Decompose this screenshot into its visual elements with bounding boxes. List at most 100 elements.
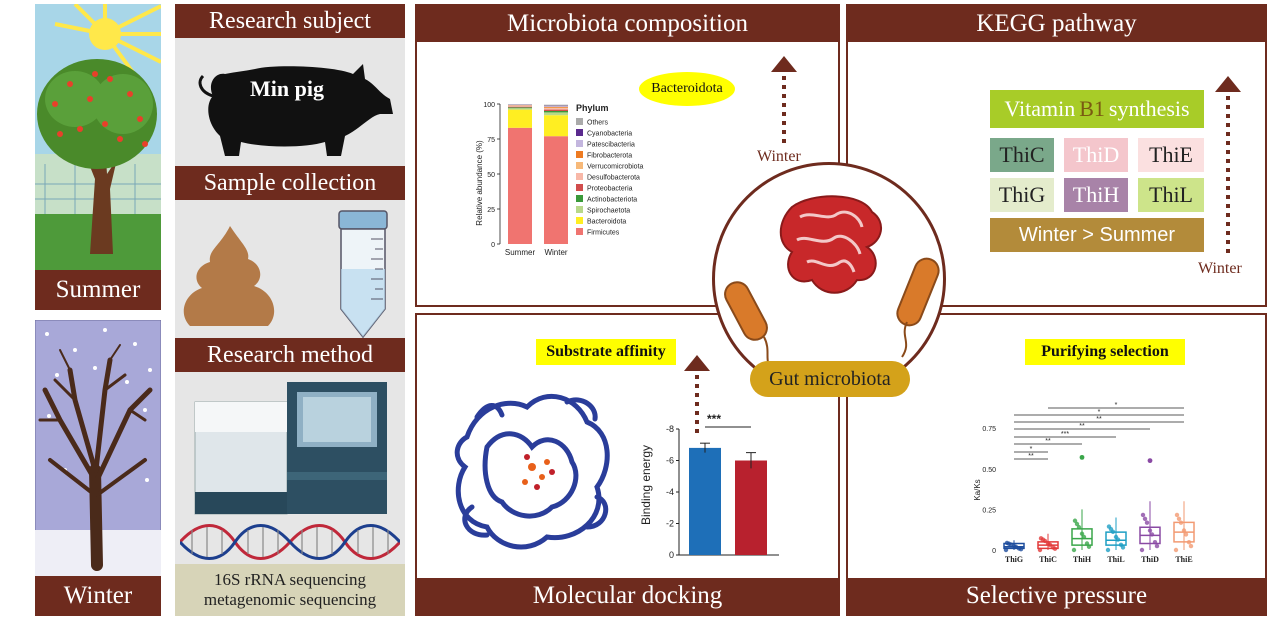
legend-entry: Patescibacteria <box>587 142 635 149</box>
box-point <box>1045 541 1051 546</box>
winter-label: Winter <box>35 576 161 616</box>
kegg-panel: KEGG pathway Vitamin B1 synthesis ThiC T… <box>846 4 1267 307</box>
legend-entry: Proteobacteria <box>587 186 633 193</box>
substrate-affinity-highlight: Substrate affinity <box>536 339 676 365</box>
legend-swatch <box>576 217 583 224</box>
legend-entry: Actinobacteriota <box>587 197 637 204</box>
comp-bar-segment <box>544 111 568 113</box>
box-point <box>1071 547 1077 553</box>
comp-bar-segment <box>544 106 568 108</box>
method-line-1: 16S rRNA sequencing <box>213 570 367 589</box>
legend-entry: Fibrobacterota <box>587 153 632 160</box>
summer-tree-illustration <box>35 4 161 270</box>
box-xtick-label: ThiC <box>1039 555 1057 564</box>
dna-helix-icon <box>180 524 400 560</box>
box-point <box>1086 544 1092 549</box>
legend-swatch <box>576 140 583 147</box>
legend-swatch <box>576 129 583 136</box>
composition-ylabel: Relative abundance (%) <box>475 140 484 226</box>
gene-box-thil: ThiL <box>1138 178 1204 212</box>
binding-energy-ylabel: Binding energy <box>639 445 653 525</box>
protein-structure-illustration <box>454 393 610 550</box>
comp-bar-segment <box>508 127 532 244</box>
box-point <box>1037 547 1043 553</box>
box-sig-label: ** <box>1096 416 1102 423</box>
box-point <box>1144 520 1150 525</box>
comp-bar-segment <box>544 136 568 244</box>
phylum-legend-title: Phylum <box>576 103 609 113</box>
up-arrow-icon <box>771 56 797 144</box>
box-sig-label: *** <box>1061 431 1069 438</box>
box-point <box>1152 540 1158 545</box>
comp-bar-segment <box>508 106 532 107</box>
box-point <box>1038 536 1044 541</box>
box-rect <box>1071 528 1093 546</box>
purifying-selection-highlight: Purifying selection <box>1025 339 1185 365</box>
box-xtick-label: ThiL <box>1107 555 1124 564</box>
binding-energy-bar-chart: Binding energy -8-6-4-20 *** <box>639 412 779 560</box>
comp-bar-segment <box>544 106 568 107</box>
comp-bar-segment <box>544 107 568 109</box>
sun-icon <box>54 4 161 91</box>
comp-xtick-label: Winter <box>544 248 567 257</box>
winter-tree-illustration <box>35 320 161 576</box>
legend-entry: Desulfobacterota <box>587 175 640 182</box>
box-point <box>1079 531 1085 536</box>
box-point <box>1154 543 1160 549</box>
box-sig-label: ** <box>1079 423 1085 430</box>
composition-title: Microbiota composition <box>417 6 838 42</box>
summer-panel: Summer <box>35 4 161 310</box>
box-rect <box>1105 531 1127 546</box>
legend-swatch <box>576 173 583 180</box>
vitamin-text-post: synthesis <box>1108 96 1190 121</box>
box-point <box>1106 524 1112 529</box>
research-subject-header: Research subject <box>175 4 405 38</box>
box-sig-label: * <box>1115 402 1118 409</box>
box-point <box>1173 547 1179 553</box>
summer-label: Summer <box>35 270 161 310</box>
box-rect <box>1003 542 1025 550</box>
pig-silhouette-icon <box>198 64 393 156</box>
feces-sample-icon <box>183 226 275 326</box>
legend-entry: Firmicutes <box>587 230 620 237</box>
selection-title: Selective pressure <box>848 578 1265 614</box>
box-point <box>1072 518 1078 523</box>
box-outlier <box>1079 454 1085 460</box>
bacterium-left-icon <box>724 281 775 373</box>
box-sig-label: ** <box>1028 453 1034 460</box>
winter-summer-compare: Winter > Summer <box>990 218 1204 252</box>
box-point <box>1174 512 1180 518</box>
box-point <box>1004 540 1010 546</box>
dock-ytick-label: -6 <box>666 456 674 466</box>
bacteroidota-highlight: Bacteroidota <box>639 72 735 106</box>
legend-swatch <box>576 162 583 169</box>
winter-panel: Winter <box>35 320 161 616</box>
legend-entry: Spirochaetota <box>587 208 630 215</box>
kegg-title: KEGG pathway <box>848 6 1265 42</box>
box-point <box>1181 528 1187 533</box>
legend-swatch <box>576 228 583 235</box>
box-point <box>1178 520 1184 525</box>
comp-bar-segment <box>544 104 568 106</box>
comp-ytick-label: 25 <box>487 207 495 214</box>
comp-bar-segment <box>508 106 532 108</box>
comp-xtick-label: Summer <box>505 248 536 257</box>
kaks-ylabel: Ka/Ks <box>973 479 982 500</box>
comp-bar-segment <box>544 115 568 137</box>
method-box: 16S rRNA sequencing metagenomic sequenci… <box>175 564 405 616</box>
gene-box-thig: ThiG <box>990 178 1054 212</box>
vitamin-b1-text: B1 <box>1079 96 1105 121</box>
box-point <box>1142 516 1148 521</box>
box-ytick-label: 0 <box>992 548 996 555</box>
gene-box-thih: ThiH <box>1064 178 1128 212</box>
box-xtick-label: ThiH <box>1073 555 1092 564</box>
box-ytick-label: 0.50 <box>982 467 996 474</box>
sample-tube-icon <box>338 210 388 339</box>
comp-ytick-label: 0 <box>491 242 495 249</box>
gene-box-thie: ThiE <box>1138 138 1204 172</box>
box-xtick-label: ThiD <box>1141 555 1159 564</box>
comp-ytick-label: 50 <box>487 172 495 179</box>
legend-swatch <box>576 195 583 202</box>
research-column: Research subject Min pig Sample collecti… <box>175 4 405 616</box>
